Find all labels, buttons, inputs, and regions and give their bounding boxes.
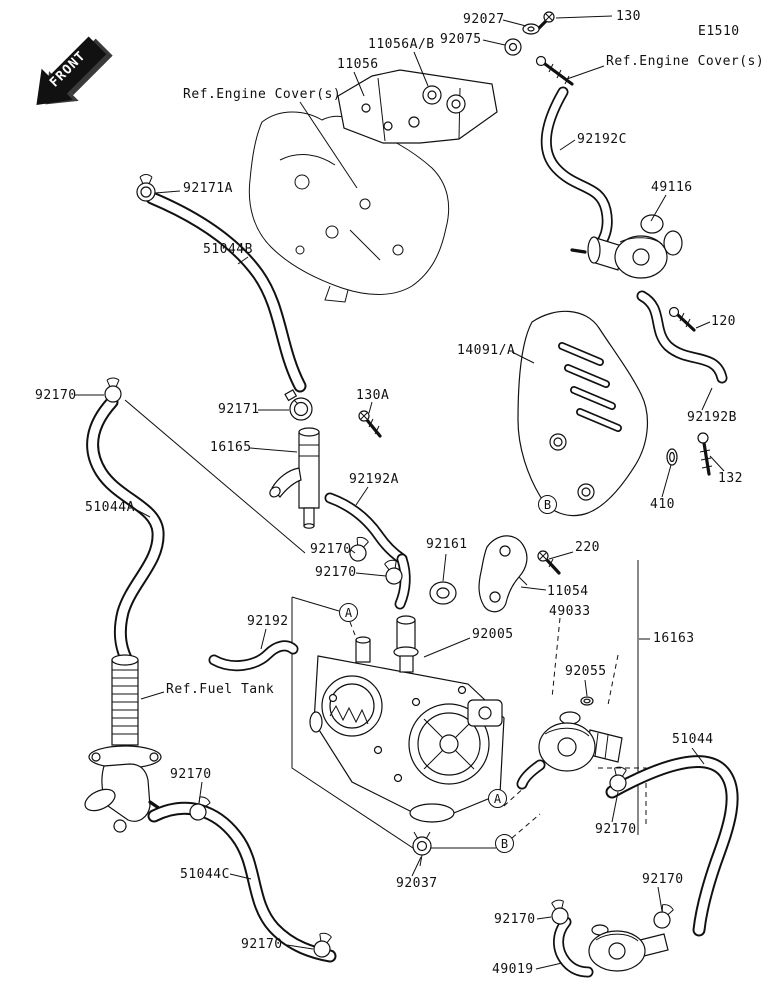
washer-92027 [522,23,540,35]
part-label-51044a: 51044A [85,500,135,515]
part-label-92170-right1: 92170 [595,822,637,837]
ref-fuel-tank: Ref.Fuel Tank [166,682,275,697]
hose-51044c [147,801,337,963]
diagram-code: E1510 [698,24,740,39]
valve-49019 [553,916,669,978]
part-label-49019: 49019 [492,962,534,977]
bolt-130a [358,410,382,438]
hose-92192 [208,640,299,672]
leader-lines [74,15,725,970]
bracket-11054 [478,535,528,613]
valve-49116 [570,214,683,279]
part-label-92192b: 92192B [687,410,737,425]
part-label-92170-petcock: 92170 [170,767,212,782]
clamp-92170-bottom1 [551,899,569,925]
clamp-92170-bottom2 [313,932,332,958]
part-label-51044c: 51044C [180,867,230,882]
part-label-92170-bottom2: 92170 [241,937,283,952]
part-label-51044: 51044 [672,732,714,747]
part-label-120: 120 [711,314,736,329]
hose-51044 [605,755,739,937]
grommet-92161 [429,581,457,605]
bolt-120 [668,306,696,332]
part-label-92005: 92005 [472,627,514,642]
part-label-14091a: 14091/A [457,343,516,358]
heat-shield-14091 [517,310,648,517]
bolt-132 [697,432,713,476]
part-label-11056: 11056 [337,57,379,72]
clamp-92170-right2 [653,904,674,929]
part-label-132: 132 [718,471,743,486]
o-ring-92055 [580,696,594,706]
marker-a-2: A [488,789,507,808]
ref-engine-cover-left: Ref.Engine Cover(s) [183,87,342,102]
part-label-92075: 92075 [440,32,482,47]
washer-410 [666,448,678,466]
grommet-92075 [504,38,522,56]
front-arrow [36,36,113,105]
clamp-92171 [284,389,313,421]
part-label-92170-left: 92170 [35,388,77,403]
valve-49033 [516,711,623,790]
clamp-92170-mid1 [349,536,369,562]
part-label-11054: 11054 [547,584,589,599]
part-label-51044b: 51044B [203,242,253,257]
part-label-92192a: 92192A [349,472,399,487]
marker-b-2: B [495,834,514,853]
part-label-16165: 16165 [210,440,252,455]
part-label-92192c: 92192C [577,132,627,147]
part-label-92161: 92161 [426,537,468,552]
hose-92192b [636,290,728,384]
clamp-92037 [412,831,432,867]
hose-92192a [324,492,411,610]
marker-a-1: A [339,603,358,622]
part-label-410: 410 [650,497,675,512]
injector-2 [355,636,371,663]
part-label-92171: 92171 [218,402,260,417]
part-label-92170-mid1: 92170 [310,542,352,557]
part-label-16163: 16163 [653,631,695,646]
bolt-130-right [535,55,574,86]
part-label-220: 220 [575,540,600,555]
hose-51044a [86,395,165,671]
part-label-92055: 92055 [565,664,607,679]
part-label-92170-bottom1: 92170 [494,912,536,927]
assembly-boundary-lines [124,399,639,849]
part-label-92192: 92192 [247,614,289,629]
hose-51044b [145,191,307,393]
screw-130 [535,11,555,32]
part-label-130a: 130A [356,388,390,403]
part-label-11056ab: 11056A/B [368,37,435,52]
clamp-92171a [136,174,156,202]
part-label-92027: 92027 [463,12,505,27]
clamp-92170-mid2 [384,559,403,585]
part-label-92037: 92037 [396,876,438,891]
part-label-92170-mid2: 92170 [315,565,357,580]
part-label-92170-right2: 92170 [642,872,684,887]
clamp-92170-left [104,377,122,403]
part-label-92171a: 92171A [183,181,233,196]
part-label-49033: 49033 [549,604,591,619]
throttle-body-assembly [309,615,505,823]
part-label-49116: 49116 [651,180,693,195]
hose-92192c [540,86,613,258]
ref-engine-cover-right: Ref.Engine Cover(s) [606,54,765,69]
injector [393,615,419,673]
clamp-92170-right1 [609,766,627,792]
fuel-petcock [84,654,168,833]
bracket-11056 [337,69,498,144]
screw-220 [537,550,561,575]
fitting-16165 [269,427,320,529]
part-label-130: 130 [616,9,641,24]
marker-b-1: B [538,495,557,514]
